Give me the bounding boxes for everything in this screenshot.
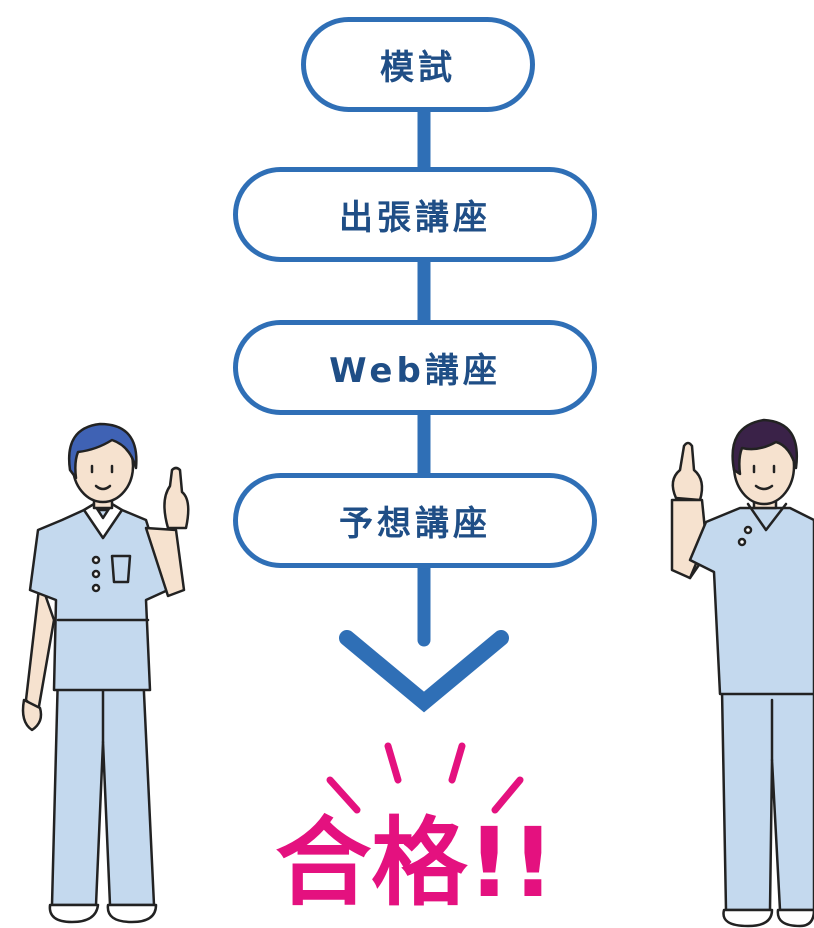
flow-step-prediction-lecture: 予想講座 xyxy=(233,473,597,568)
flow-step-label: 予想講座 xyxy=(339,504,491,544)
flow-step-label: 模試 xyxy=(380,48,456,88)
emphasis-burst xyxy=(326,742,524,814)
result-pass-text: 合格!! xyxy=(275,807,555,919)
down-arrow-chevron xyxy=(339,630,509,713)
nurse-man-illustration xyxy=(670,418,814,928)
flow-step-web-lecture: Web講座 xyxy=(233,320,597,415)
flow-step-label: Web講座 xyxy=(329,351,501,391)
flow-step-onsite-lecture: 出張講座 xyxy=(233,167,597,262)
flow-step-label: 出張講座 xyxy=(339,198,491,238)
nurse-woman-illustration xyxy=(21,422,190,924)
flow-step-mock-exam: 模試 xyxy=(301,17,535,112)
